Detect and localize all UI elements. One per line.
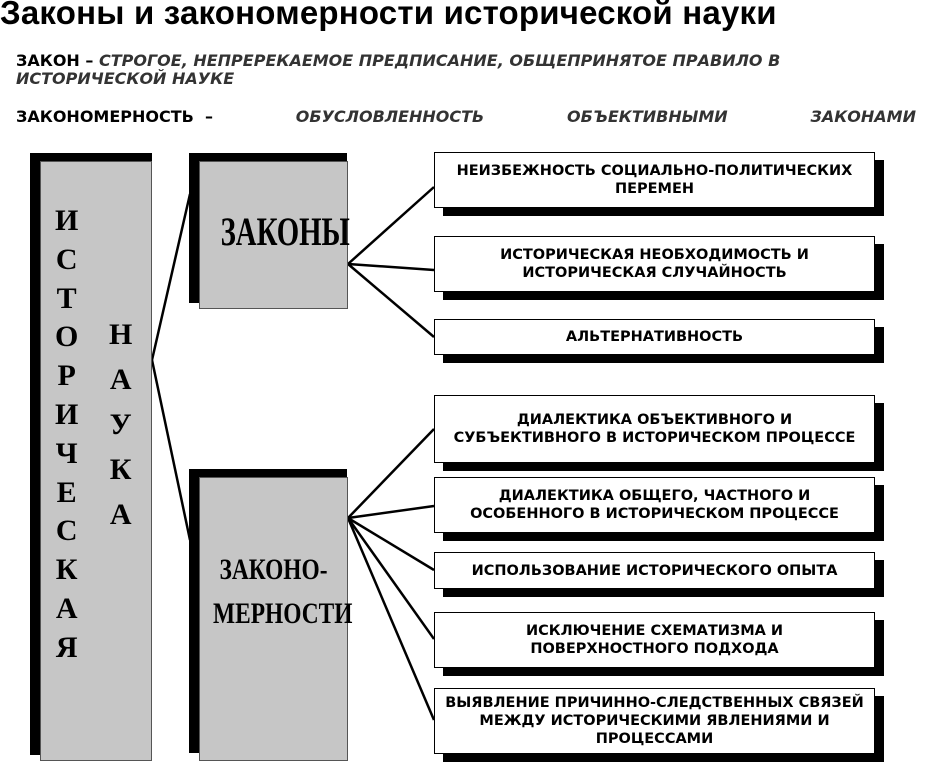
root-letter: Ч bbox=[55, 436, 78, 470]
regularity-item: ИСКЛЮЧЕНИЕ СХЕМАТИЗМА И ПОВЕРХНОСТНОГО П… bbox=[434, 612, 875, 668]
regularities-box: ЗАКОНО- МЕРНОСТИ bbox=[199, 477, 353, 761]
root-letter: К bbox=[55, 553, 78, 587]
connector-line bbox=[347, 263, 435, 338]
connector-line bbox=[346, 517, 436, 721]
regularities-label: ЗАКОНО- МЕРНОСТИ bbox=[213, 548, 353, 636]
connector-line bbox=[150, 359, 192, 541]
laws-label: ЗАКОНЫ bbox=[220, 209, 350, 254]
definition-law-text: СТРОГОЕ, НЕПРЕРЕКАЕМОЕ ПРЕДПИСАНИЕ, ОБЩЕ… bbox=[16, 51, 781, 88]
law-item: НЕИЗБЕЖНОСТЬ СОЦИАЛЬНО-ПОЛИТИЧЕСКИХ ПЕРЕ… bbox=[434, 152, 875, 208]
page-title: Законы и закономерности исторической нау… bbox=[0, 0, 777, 31]
regularities-label-line2: МЕРНОСТИ bbox=[213, 597, 353, 630]
root-box-history-science: И С Т О Р И Ч Е С К А Я Н А У К А bbox=[40, 161, 152, 761]
law-item: АЛЬТЕРНАТИВНОСТЬ bbox=[434, 319, 875, 355]
root-letter: И bbox=[55, 397, 79, 431]
regularity-item: ИСПОЛЬЗОВАНИЕ ИСТОРИЧЕСКОГО ОПЫТА bbox=[434, 552, 875, 589]
connector-line bbox=[150, 193, 192, 361]
definition-law: ЗАКОН – СТРОГОЕ, НЕПРЕРЕКАЕМОЕ ПРЕДПИСАН… bbox=[16, 52, 916, 88]
definition-law-dash: – bbox=[85, 51, 94, 70]
definition-regularity-term: ЗАКОНОМЕРНОСТЬ bbox=[16, 107, 194, 126]
definition-regularity-word: ОБУСЛОВЛЕННОСТЬ bbox=[295, 107, 485, 126]
root-letter: А bbox=[109, 498, 132, 531]
root-letter: Я bbox=[55, 630, 78, 664]
root-letter: И bbox=[55, 204, 79, 237]
regularity-item: ДИАЛЕКТИКА ОБЪЕКТИВНОГО И СУБЪЕКТИВНОГО … bbox=[434, 395, 875, 463]
laws-box: ЗАКОНЫ bbox=[199, 161, 350, 309]
root-letter: А bbox=[55, 591, 78, 625]
connector-line bbox=[347, 516, 435, 572]
definition-regularity-dash: – bbox=[204, 107, 213, 126]
root-letter: С bbox=[55, 514, 78, 548]
definition-regularity-head: ЗАКОНОМЕРНОСТЬ – bbox=[16, 108, 213, 126]
definition-regularity-word: ЗАКОНАМИ bbox=[810, 107, 916, 126]
root-letter: К bbox=[109, 453, 132, 486]
regularity-item: ВЫЯВЛЕНИЕ ПРИЧИННО-СЛЕДСТВЕННЫХ СВЯЗЕЙ М… bbox=[434, 688, 875, 754]
root-letter: А bbox=[109, 363, 132, 396]
connector-line bbox=[346, 517, 436, 640]
root-letter: У bbox=[109, 408, 132, 441]
root-word-nauka: Н А У К А bbox=[109, 312, 132, 537]
regularities-label-line1: ЗАКОНО- bbox=[219, 553, 328, 586]
connector-line bbox=[347, 504, 435, 520]
root-letter: О bbox=[55, 320, 79, 354]
connector-line bbox=[347, 428, 435, 519]
root-letter: С bbox=[55, 242, 78, 276]
connector-line bbox=[347, 186, 435, 265]
root-word-istoricheskaya: И С Т О Р И Ч Е С К А Я bbox=[55, 202, 78, 668]
definition-regularity: ЗАКОНОМЕРНОСТЬ – ОБУСЛОВЛЕННОСТЬ ОБЪЕКТИ… bbox=[16, 108, 916, 126]
regularity-item: ДИАЛЕКТИКА ОБЩЕГО, ЧАСТНОГО И ОСОБЕННОГО… bbox=[434, 477, 875, 533]
definition-regularity-word: ОБЪЕКТИВНЫМИ bbox=[567, 107, 728, 126]
law-item: ИСТОРИЧЕСКАЯ НЕОБХОДИМОСТЬ И ИСТОРИЧЕСКА… bbox=[434, 236, 875, 292]
connector-line bbox=[347, 262, 435, 272]
root-letter: Р bbox=[57, 359, 76, 393]
definition-law-term: ЗАКОН bbox=[16, 51, 80, 70]
root-letter: Е bbox=[56, 475, 77, 509]
root-letter: Т bbox=[56, 281, 77, 315]
root-letter: Н bbox=[109, 318, 133, 351]
